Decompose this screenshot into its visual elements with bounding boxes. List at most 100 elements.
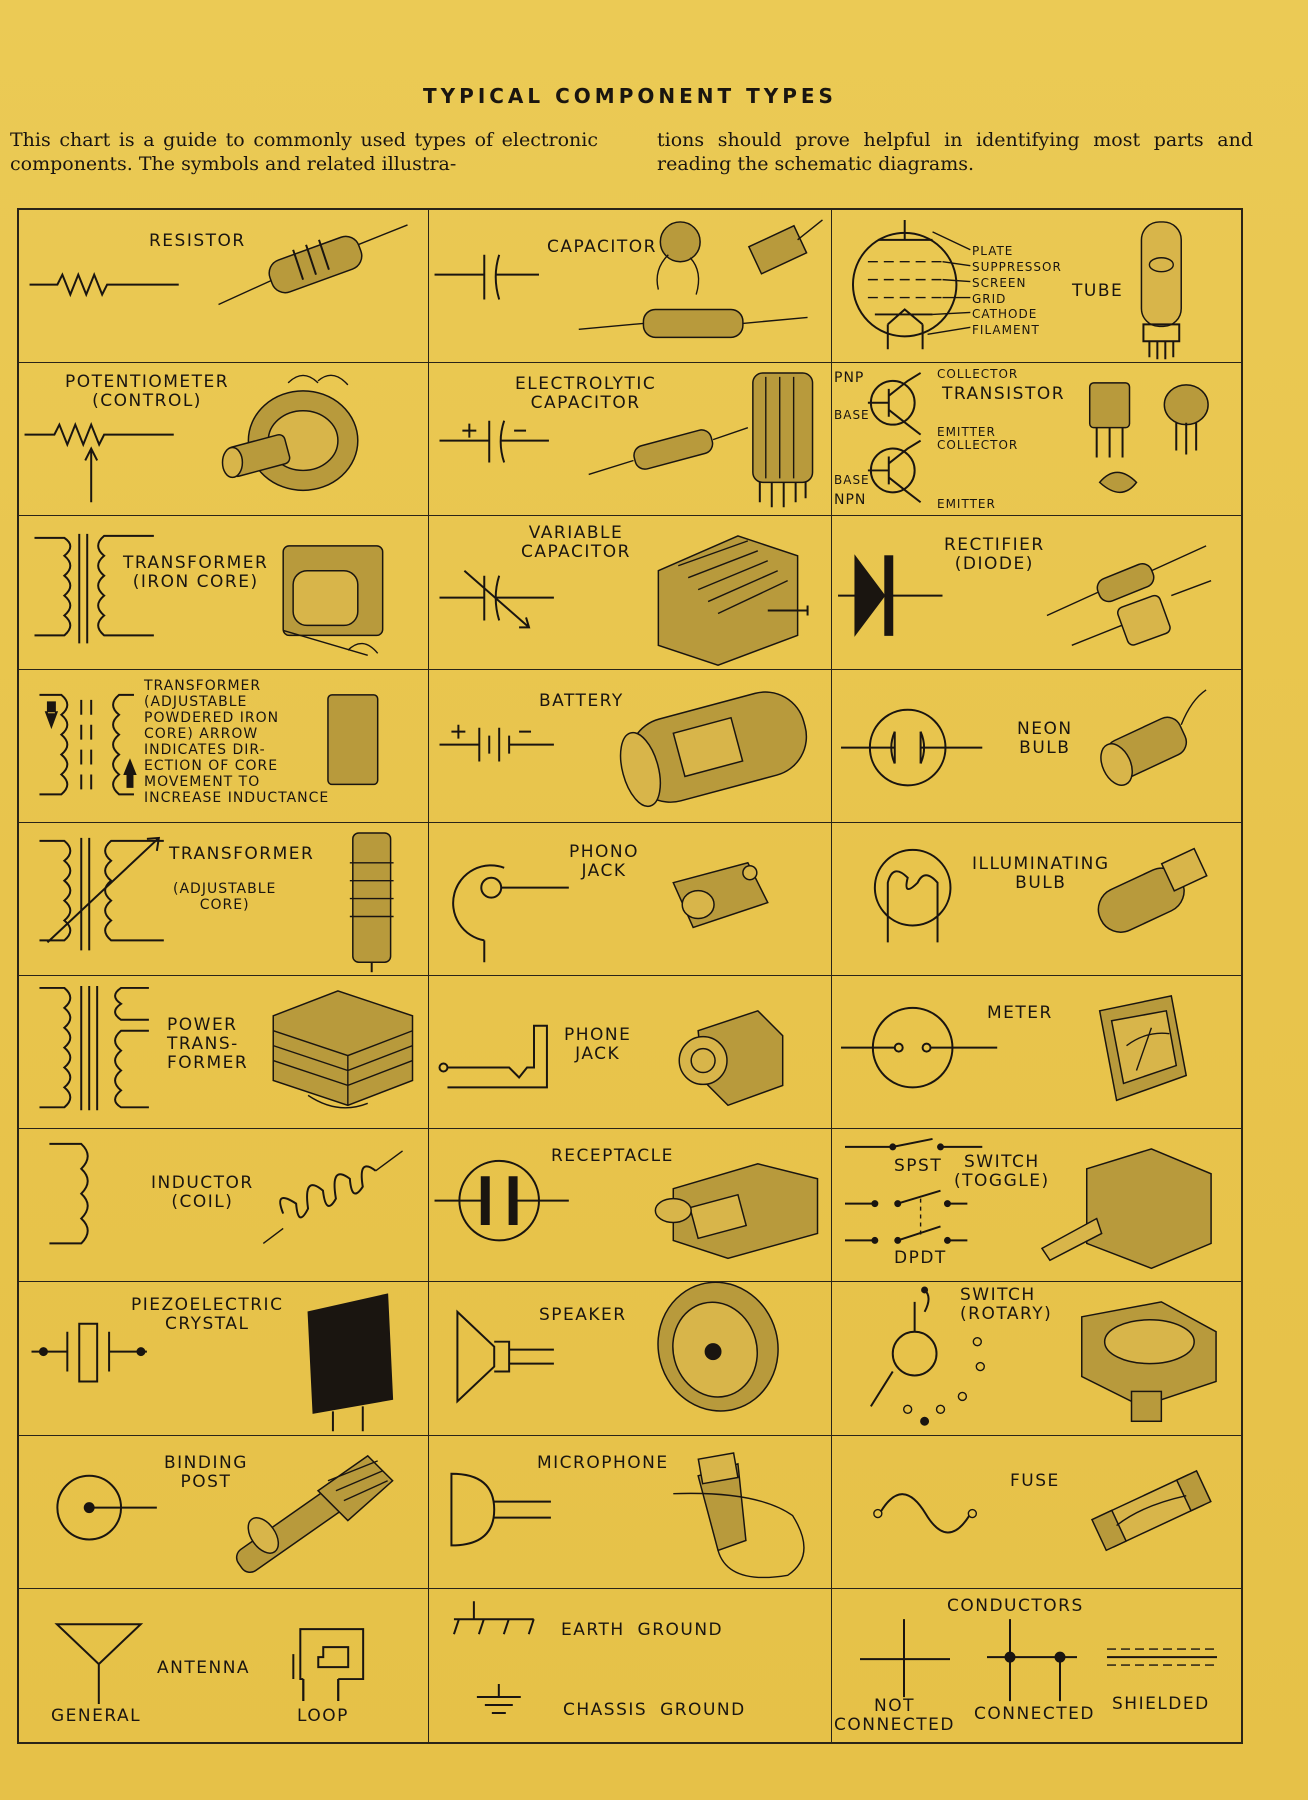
label-connected: CONNECTED bbox=[974, 1703, 1096, 1724]
cell-inductor: INDUCTOR (COIL) bbox=[19, 1129, 429, 1283]
antenna-symbol bbox=[54, 1622, 365, 1704]
cell-rectifier-diode: RECTIFIER (DIODE) bbox=[832, 516, 1241, 670]
phone-jack-symbol-and-illustration bbox=[438, 1009, 784, 1107]
component-grid: RESISTOR CAPACITOR TUBE PLATE bbox=[17, 208, 1243, 1744]
label-transformer-powdered-core: TRANSFORMER (ADJUSTABLE POWDERED IRON CO… bbox=[144, 677, 330, 806]
label-phone-jack: PHONE JACK bbox=[564, 1024, 632, 1064]
illuminating-bulb-symbol-and-illustration bbox=[873, 847, 1208, 943]
tube-label-plate: PLATE bbox=[972, 244, 1014, 258]
label-battery: BATTERY bbox=[539, 690, 624, 711]
microphone-symbol-and-illustration bbox=[450, 1451, 805, 1578]
cell-capacitor: CAPACITOR bbox=[429, 210, 832, 364]
label-earth-ground: EARTH GROUND bbox=[561, 1619, 724, 1640]
label-piezoelectric-crystal: PIEZOELECTRIC CRYSTAL bbox=[131, 1295, 284, 1335]
label-receptacle: RECEPTACLE bbox=[551, 1146, 674, 1167]
cell-ground: EARTH GROUND CHASSIS GROUND bbox=[429, 1588, 832, 1742]
cell-neon-bulb: NEON BULB bbox=[832, 670, 1241, 823]
label-rectifier-diode: RECTIFIER (DIODE) bbox=[944, 535, 1045, 575]
cell-variable-capacitor: VARIABLE CAPACITOR bbox=[429, 516, 832, 670]
piezoelectric-crystal-symbol-and-illustration bbox=[31, 1293, 394, 1432]
label-fuse: FUSE bbox=[1010, 1470, 1060, 1491]
label-switch-spst: SPST bbox=[894, 1156, 943, 1177]
transistor-label-npn: NPN bbox=[834, 492, 867, 509]
label-transformer-adjustable: TRANSFORMER bbox=[169, 843, 315, 864]
transistor-label-base-npn: BASE bbox=[834, 473, 870, 488]
transistor-symbol-and-illustration bbox=[867, 372, 1209, 504]
rectifier-diode-symbol-and-illustration bbox=[838, 545, 1212, 647]
label-power-transformer: POWER TRANS- FORMER bbox=[167, 1014, 249, 1073]
meter-symbol-and-illustration bbox=[841, 994, 1188, 1102]
transistor-label-collector-npn: COLLECTOR bbox=[937, 438, 1019, 453]
phono-jack-symbol-and-illustration bbox=[452, 861, 769, 963]
transistor-label-pnp: PNP bbox=[834, 370, 865, 387]
cell-meter: METER bbox=[832, 976, 1241, 1130]
cell-transformer-powdered-core: TRANSFORMER (ADJUSTABLE POWDERED IRON CO… bbox=[19, 669, 429, 823]
label-speaker: SPEAKER bbox=[539, 1305, 627, 1326]
tube-label-screen: SCREEN bbox=[972, 276, 1027, 290]
label-neon-bulb: NEON BULB bbox=[1017, 718, 1073, 758]
cell-switch-rotary: SWITCH (ROTARY) bbox=[832, 1282, 1241, 1436]
neon-bulb-symbol-and-illustration bbox=[841, 688, 1207, 786]
cell-phone-jack: PHONE JACK bbox=[429, 975, 832, 1130]
switch-toggle-symbol-and-illustration bbox=[845, 1138, 1212, 1270]
label-antenna: ANTENNA bbox=[157, 1657, 251, 1678]
transistor-label-emitter-pnp: EMITTER bbox=[937, 425, 996, 440]
label-phono-jack: PHONO JACK bbox=[569, 841, 640, 881]
ground-symbols bbox=[452, 1601, 535, 1714]
cell-tube: TUBE PLATE SUPPRESSOR SCREEN GRID CATHOD… bbox=[832, 210, 1241, 364]
cell-transistor: TRANSISTOR PNP NPN BASE BASE COLLECTOR E… bbox=[832, 363, 1241, 517]
cell-fuse: FUSE bbox=[832, 1436, 1241, 1589]
intro-text-right: tions should prove helpful in identifyin… bbox=[657, 129, 1253, 175]
switch-rotary-symbol-and-illustration bbox=[870, 1286, 1217, 1427]
label-binding-post: BINDING POST bbox=[164, 1452, 248, 1492]
label-shielded: SHIELDED bbox=[1112, 1693, 1210, 1714]
electrolytic-capacitor-symbol-and-illustration bbox=[439, 372, 814, 508]
cell-binding-post: BINDING POST bbox=[19, 1435, 429, 1589]
inductor-symbol-and-illustration bbox=[49, 1143, 403, 1245]
label-transistor: TRANSISTOR bbox=[942, 384, 1066, 405]
resistor-symbol-and-illustration bbox=[29, 224, 408, 306]
label-illuminating-bulb: ILLUMINATING BULB bbox=[972, 853, 1110, 893]
tube-label-grid: GRID bbox=[972, 292, 1007, 306]
label-transformer-adjustable-sub: (ADJUSTABLE CORE) bbox=[173, 880, 277, 913]
label-potentiometer: POTENTIOMETER (CONTROL) bbox=[65, 372, 230, 412]
label-antenna-loop: LOOP bbox=[297, 1705, 349, 1726]
cell-potentiometer: POTENTIOMETER (CONTROL) bbox=[19, 363, 429, 517]
label-transformer-iron-core: TRANSFORMER (IRON CORE) bbox=[123, 553, 269, 593]
cell-receptacle: RECEPTACLE bbox=[429, 1129, 832, 1283]
cell-switch-toggle: SPST SWITCH (TOGGLE) DPDT bbox=[832, 1129, 1241, 1283]
label-variable-capacitor: VARIABLE CAPACITOR bbox=[521, 523, 631, 563]
label-switch-dpdt: DPDT bbox=[894, 1248, 947, 1269]
cell-transformer-iron-core: TRANSFORMER (IRON CORE) bbox=[19, 516, 429, 670]
transistor-label-emitter-npn: EMITTER bbox=[937, 497, 996, 512]
cell-speaker: SPEAKER bbox=[429, 1282, 832, 1436]
label-tube: TUBE bbox=[1072, 281, 1124, 301]
battery-symbol-and-illustration bbox=[439, 690, 808, 807]
tube-label-filament: FILAMENT bbox=[972, 323, 1040, 337]
potentiometer-symbol-and-illustration bbox=[24, 374, 359, 503]
label-switch-rotary: SWITCH (ROTARY) bbox=[960, 1285, 1053, 1325]
cell-phono-jack: PHONO JACK bbox=[429, 822, 832, 976]
cell-microphone: MICROPHONE bbox=[429, 1435, 832, 1589]
tube-symbol-and-illustration bbox=[851, 219, 1182, 360]
label-meter: METER bbox=[987, 1002, 1053, 1023]
label-electrolytic-capacitor: ELECTROLYTIC CAPACITOR bbox=[515, 374, 657, 414]
page-title: TYPICAL COMPONENT TYPES bbox=[423, 84, 837, 108]
label-chassis-ground: CHASSIS GROUND bbox=[563, 1699, 746, 1720]
transistor-label-collector-pnp: COLLECTOR bbox=[937, 367, 1019, 382]
fuse-symbol-and-illustration bbox=[873, 1469, 1212, 1551]
label-capacitor: CAPACITOR bbox=[547, 237, 657, 257]
cell-electrolytic-capacitor: ELECTROLYTIC CAPACITOR bbox=[429, 363, 832, 517]
label-inductor: INDUCTOR (COIL) bbox=[151, 1173, 254, 1213]
capacitor-symbol-and-illustration bbox=[434, 219, 823, 339]
label-switch-toggle: SWITCH (TOGGLE) bbox=[954, 1152, 1050, 1192]
tube-label-cathode: CATHODE bbox=[972, 307, 1038, 321]
cell-illuminating-bulb: ILLUMINATING BULB bbox=[832, 823, 1241, 976]
label-not-connected: NOT CONNECTED bbox=[834, 1695, 956, 1735]
cell-resistor: RESISTOR bbox=[19, 210, 429, 364]
binding-post-symbol-and-illustration bbox=[56, 1454, 394, 1573]
label-antenna-general: GENERAL bbox=[51, 1705, 142, 1726]
receptacle-symbol-and-illustration bbox=[434, 1160, 819, 1260]
cell-antenna: ANTENNA GENERAL LOOP bbox=[19, 1588, 429, 1742]
